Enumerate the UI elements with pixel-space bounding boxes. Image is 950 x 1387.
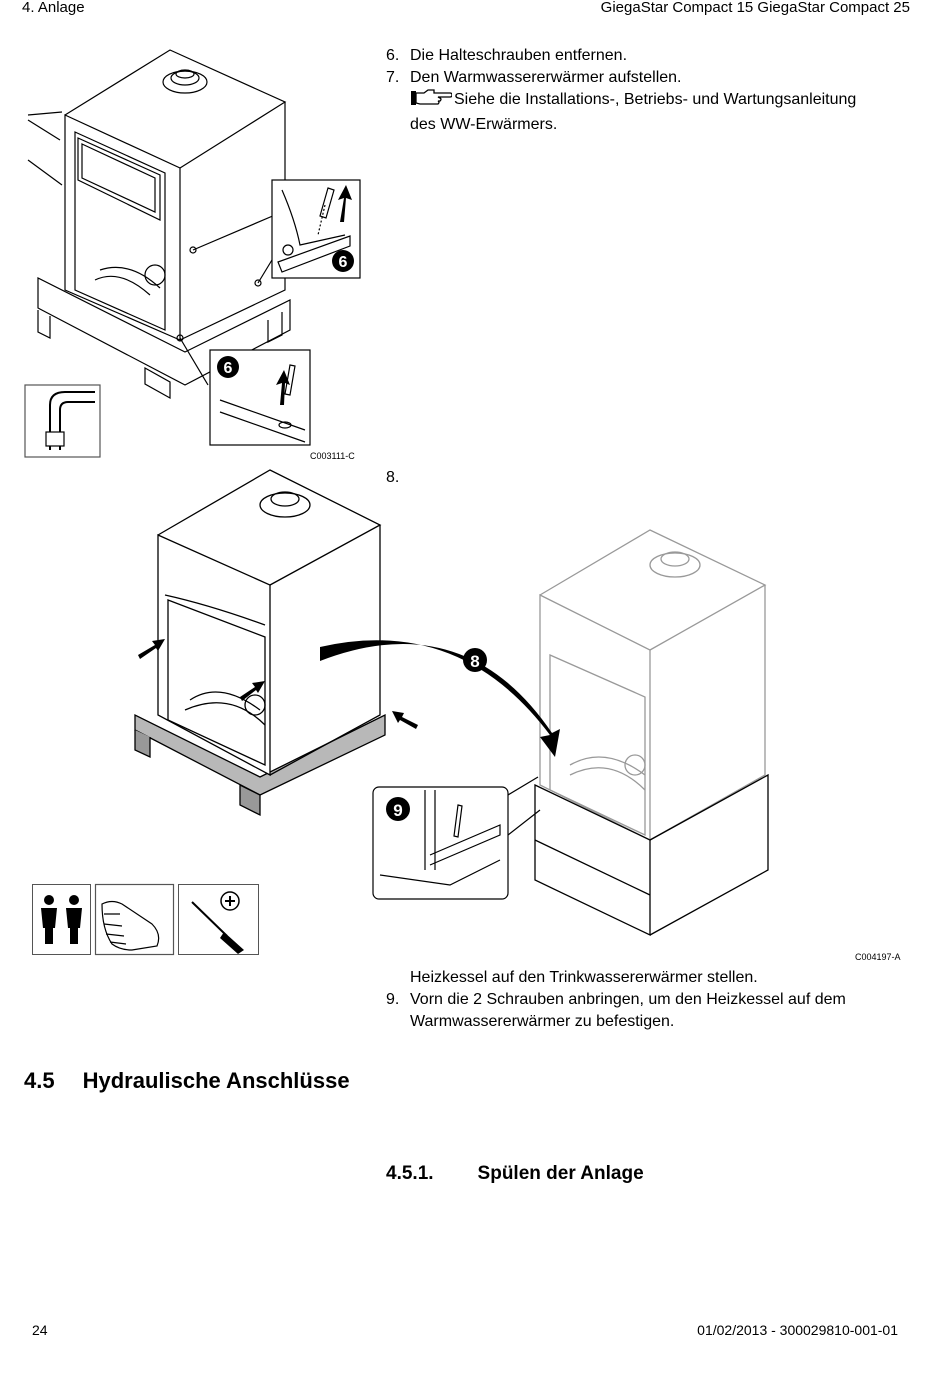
- note-text-continued: des WW-Erwärmers.: [410, 116, 558, 133]
- step-9-continued: Warmwassererwärmer zu befestigen.: [410, 1013, 675, 1030]
- callout-label: 6: [224, 360, 233, 377]
- gloves-icon: [94, 883, 175, 956]
- two-persons-icon: [32, 884, 91, 955]
- figure-boiler-screws: 6 6: [24, 49, 361, 458]
- step-text: Die Halteschrauben entfernen.: [410, 47, 628, 64]
- figure-code: C003111-C: [310, 451, 355, 461]
- subsection-heading: 4.5.1. Spülen der Anlage: [386, 1163, 644, 1185]
- document-reference: 01/02/2013 - 300029810-001-01: [697, 1322, 898, 1338]
- screwdriver-icon: [178, 884, 259, 955]
- callout-label: 9: [393, 801, 402, 820]
- step-number: 7.: [386, 69, 400, 86]
- pointing-hand-icon: [410, 89, 453, 114]
- header-section: 4. Anlage: [22, 0, 85, 16]
- step-list-bottom: Heizkessel auf den Trinkwassererwärmer s…: [386, 967, 926, 1033]
- section-heading: 4.5 Hydraulische Anschlüsse: [24, 1068, 350, 1094]
- callout-8: [463, 648, 487, 672]
- subsection-title: Spülen der Anlage: [477, 1163, 644, 1184]
- callout-9: [386, 797, 410, 821]
- section-title: Hydraulische Anschlüsse: [82, 1068, 350, 1093]
- step-7: 7. Den Warmwassererwärmer aufstellen.: [386, 67, 916, 89]
- callout-label: 8: [470, 652, 479, 671]
- step-number: 6.: [386, 47, 400, 64]
- step-text: Den Warmwassererwärmer aufstellen.: [410, 69, 682, 86]
- callout-6-top: [332, 250, 354, 272]
- step-6: 6. Die Halteschrauben entfernen.: [386, 45, 916, 67]
- note-text: Siehe die Installations-, Betriebs- und …: [454, 91, 857, 108]
- callout-label: 6: [339, 254, 348, 271]
- figure-boiler-placement: 8 9: [134, 469, 769, 937]
- step-7-note: Siehe die Installations-, Betriebs- und …: [386, 89, 916, 136]
- figure-code: C004197-A: [855, 952, 901, 962]
- step-number: 9.: [386, 991, 400, 1008]
- subsection-number: 4.5.1.: [386, 1163, 434, 1184]
- step-9: 9. Vorn die 2 Schrauben anbringen, um den…: [386, 989, 926, 1011]
- section-number: 4.5: [24, 1068, 55, 1093]
- page-number: 24: [32, 1322, 48, 1338]
- step-list-top: 6. Die Halteschrauben entfernen. 7. Den Wa…: [386, 45, 916, 136]
- callout-6-bottom: [217, 356, 239, 378]
- step-text: Vorn die 2 Schrauben anbringen, um den H…: [410, 991, 846, 1008]
- step-8-number: 8.: [386, 469, 400, 486]
- step-8-text: Heizkessel auf den Trinkwassererwärmer s…: [410, 969, 758, 986]
- header-product: GiegaStar Compact 15 GiegaStar Compact 2…: [600, 0, 910, 16]
- figure2-icon-strip: [32, 883, 259, 956]
